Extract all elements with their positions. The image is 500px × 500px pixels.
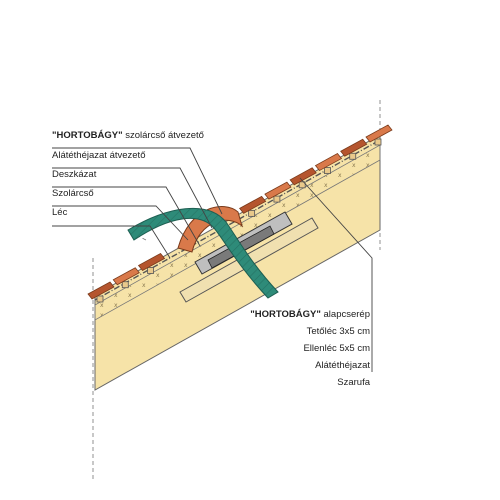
roof-batten xyxy=(248,209,256,217)
roof-tile xyxy=(264,181,292,200)
label-batten: Léc xyxy=(52,207,68,218)
underlay-line xyxy=(94,139,381,301)
roof-batten xyxy=(96,295,104,303)
right-leader-line xyxy=(299,177,373,372)
label-counter-batten: Ellenléc 5x5 cm xyxy=(303,343,370,354)
label-solar-passthrough: "HORTOBÁGY" szolárcső átvezető xyxy=(52,130,204,141)
roof-batten xyxy=(349,152,357,160)
roof-tile xyxy=(340,138,368,157)
label-boarding: Deszkázat xyxy=(52,169,97,180)
roof-tile xyxy=(137,252,166,271)
label-underlay-passthrough: Alátéthéjazat átvezető xyxy=(52,150,146,161)
roof-tile xyxy=(314,153,343,172)
roof-batten xyxy=(147,267,154,274)
label-underlay: Alátéthéjazat xyxy=(315,360,370,371)
solar-pipe-hatch xyxy=(128,208,278,298)
label-base-tile: "HORTOBÁGY" alapcserép xyxy=(250,309,370,320)
label-rafter: Szarufa xyxy=(337,377,370,388)
roof-batten xyxy=(298,181,306,189)
label-roof-batten: Tetőléc 3x5 cm xyxy=(306,326,370,337)
roof-tiles xyxy=(87,124,393,300)
roof-tile xyxy=(87,281,115,300)
roof-batten xyxy=(121,281,129,289)
roof-batten xyxy=(374,138,382,146)
roof-tile xyxy=(289,167,317,186)
counter-batten-strip xyxy=(94,144,381,321)
roof-battens xyxy=(96,138,382,303)
label-solar-pipe: Szolárcső xyxy=(52,188,94,199)
roof-tile xyxy=(112,267,140,286)
roof-tile xyxy=(239,195,267,214)
roof-batten xyxy=(324,167,331,174)
roof-tile xyxy=(365,124,393,143)
roof-batten xyxy=(273,195,281,203)
left-leader-lines xyxy=(52,147,223,259)
